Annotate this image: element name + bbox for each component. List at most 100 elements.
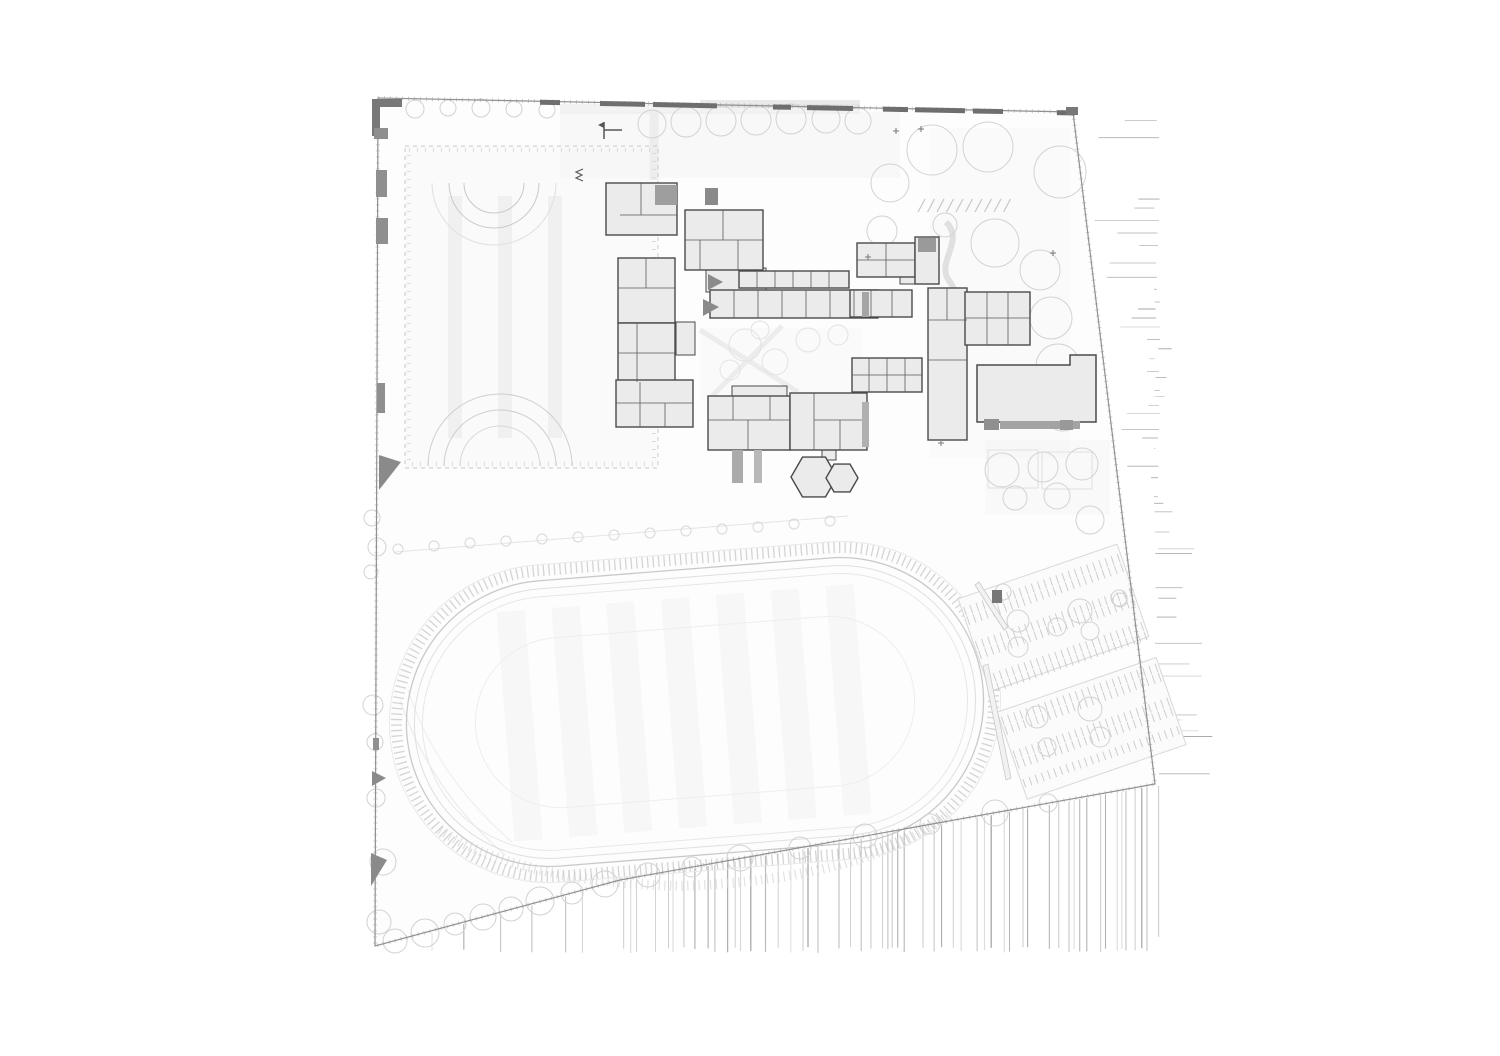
infield-stripe [715, 592, 762, 825]
bush [500, 535, 512, 547]
tree-canopy [906, 124, 958, 176]
building-connector [675, 321, 696, 356]
parking-block [996, 656, 1187, 800]
tree-canopy [382, 928, 408, 954]
gate-mark [376, 170, 387, 197]
gate-mark [376, 218, 388, 244]
hexagonal-building [790, 456, 838, 498]
building-shadow [862, 402, 869, 447]
corner-mark [1066, 107, 1078, 115]
gate-mark [377, 383, 385, 413]
buildings-layer [605, 182, 1097, 603]
tree-canopy [1037, 737, 1057, 757]
street-edge-mark [972, 108, 1004, 115]
crosswalk-tick [926, 198, 936, 213]
tree-canopy [984, 452, 1020, 488]
tree-canopy [410, 918, 440, 948]
tree-canopy [1019, 249, 1061, 291]
backstop-arc [459, 425, 541, 467]
parking-block [957, 543, 1150, 693]
building-shadow [1060, 420, 1073, 430]
tree-canopy [1007, 636, 1029, 658]
tree-canopy [811, 104, 841, 134]
tree-canopy [1027, 451, 1059, 483]
track-layer [388, 540, 1002, 884]
walkway-path [399, 699, 506, 856]
tree-canopy [1033, 145, 1087, 199]
building-shadow [732, 450, 743, 483]
bush [680, 525, 692, 537]
infield-stripe [496, 610, 543, 842]
boundary-survey-ticks [372, 95, 1158, 949]
gate-wedge [371, 853, 387, 886]
walkway-path [394, 515, 849, 553]
track-ring [413, 565, 977, 859]
bush [788, 518, 800, 530]
tree-canopy [363, 509, 381, 527]
tree-canopy [1002, 485, 1028, 511]
tree-canopy [366, 909, 392, 935]
tree-canopy [681, 856, 703, 878]
tree-canopy [1043, 482, 1071, 510]
tree-canopy [443, 912, 467, 936]
tree-canopy [705, 105, 737, 137]
bush [428, 540, 440, 552]
corner-mark [372, 99, 380, 136]
tree-canopy [369, 848, 397, 876]
ground-wash [700, 100, 860, 108]
backstop-arc [448, 182, 540, 229]
tree-canopy [1077, 696, 1103, 722]
backstop-arc [427, 393, 573, 467]
building [789, 392, 868, 451]
tree-canopy [726, 844, 754, 872]
track-hatch-band [390, 542, 1000, 882]
building [615, 379, 694, 428]
bush [752, 521, 764, 533]
tree-canopy [852, 823, 878, 849]
gate-wedge [379, 455, 401, 490]
play-court [1041, 451, 1093, 490]
infield-stripe [770, 588, 817, 820]
backstop-arc [463, 182, 525, 214]
building [617, 322, 676, 383]
gate-wedge [708, 274, 723, 290]
track-ring [474, 615, 916, 809]
track-ring [405, 556, 985, 868]
street-edge-mark [599, 100, 646, 107]
bush [464, 537, 476, 549]
walk-ramp [974, 581, 1009, 631]
marks-layer [574, 122, 1056, 446]
crosswalk-tick [917, 198, 926, 213]
building-shadow [918, 238, 936, 252]
building-shadow [705, 188, 718, 205]
north-arrow-flag [598, 122, 604, 128]
tree-canopy [962, 121, 1014, 173]
bush [824, 515, 836, 527]
tree-canopy [1089, 726, 1111, 748]
tree-canopy [1112, 592, 1128, 608]
shrub [750, 320, 770, 340]
tree-canopy [1006, 609, 1030, 633]
parking-lot [957, 543, 1187, 800]
street-edge-mark [882, 106, 909, 113]
shrub [719, 359, 741, 381]
ground-wash [560, 104, 860, 114]
tree-canopy [970, 218, 1020, 268]
gymnasium-building [976, 354, 1097, 423]
crosswalk-tick [1002, 198, 1012, 213]
boundary-layer [371, 95, 1158, 949]
backstop-arc [431, 182, 557, 246]
gate-wedge [703, 299, 719, 316]
artifact-lines-layer [431, 120, 1213, 953]
crosswalk-tick [936, 198, 945, 213]
infield-stripe [551, 605, 598, 838]
building [964, 291, 1031, 346]
gate-wedge [372, 771, 386, 786]
ballfield-fence-posts [407, 148, 656, 466]
tree-canopy [870, 163, 910, 203]
bush [644, 527, 656, 539]
building-shadow [754, 450, 762, 483]
building-shadow [1000, 421, 1080, 429]
tree-canopy [1047, 617, 1067, 637]
